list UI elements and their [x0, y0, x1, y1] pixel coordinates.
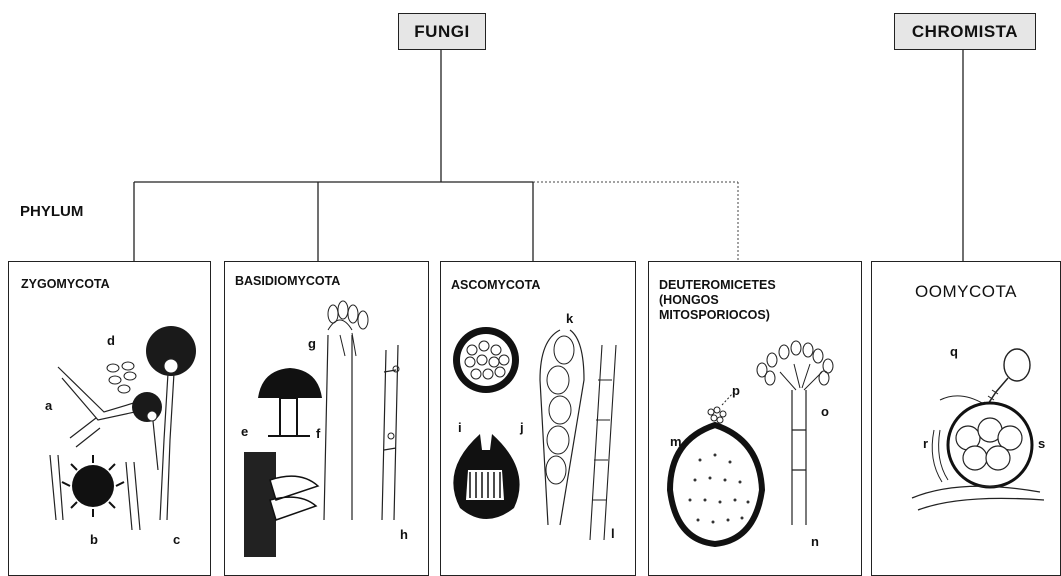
label-q: q [950, 344, 958, 359]
label-s: s [1038, 436, 1045, 451]
label-r: r [923, 436, 928, 451]
